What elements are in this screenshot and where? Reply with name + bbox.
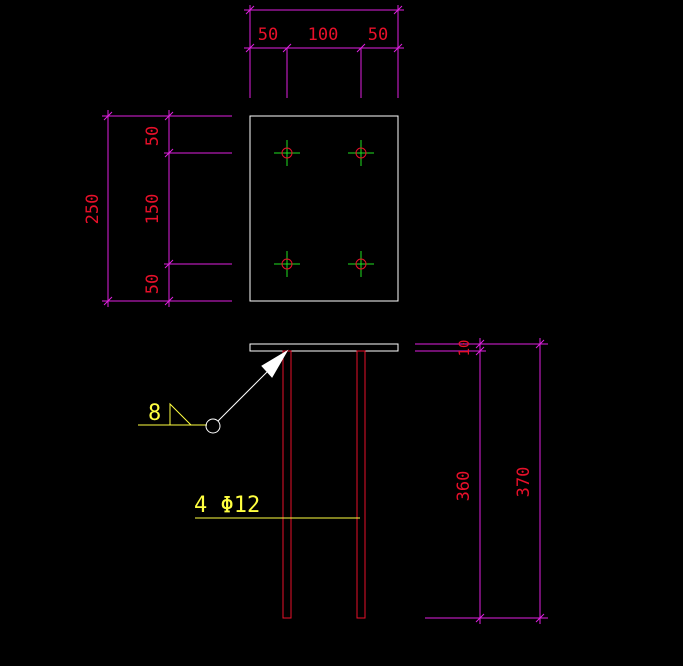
dim-top-right: 50 (368, 25, 388, 45)
dim-top-left: 50 (258, 25, 278, 45)
side-dimension: 250 50 150 50 (83, 110, 232, 307)
weld-callout: 8 (138, 349, 289, 434)
anchor-bar-left[interactable] (282, 350, 292, 619)
dim-total-height: 370 (514, 467, 534, 498)
dim-side-total: 250 (83, 194, 103, 225)
plate-elevation[interactable] (249, 343, 399, 352)
leader-arrowhead (261, 349, 289, 378)
dim-top-middle: 100 (308, 25, 339, 45)
bolt-hole-top-left (274, 140, 300, 166)
weld-size: 8 (148, 401, 161, 426)
dim-plate-thickness: 10 (457, 340, 473, 357)
bolt-hole-bottom-right (348, 251, 374, 277)
dim-side-top: 50 (143, 126, 163, 146)
bolt-hole-bottom-left (274, 251, 300, 277)
rebar-label: 4 Φ12 (194, 493, 260, 518)
top-dimension: 50 100 50 (244, 5, 404, 98)
dim-anchor-length: 360 (454, 471, 474, 502)
base-plate-plan[interactable] (249, 115, 399, 302)
dim-side-bottom: 50 (143, 274, 163, 294)
dim-side-middle: 150 (143, 194, 163, 225)
anchor-bar-right[interactable] (356, 350, 366, 619)
height-dimension: 10 360 370 (415, 338, 548, 624)
bolt-hole-top-right (348, 140, 374, 166)
rebar-callout: 4 Φ12 (194, 493, 360, 519)
